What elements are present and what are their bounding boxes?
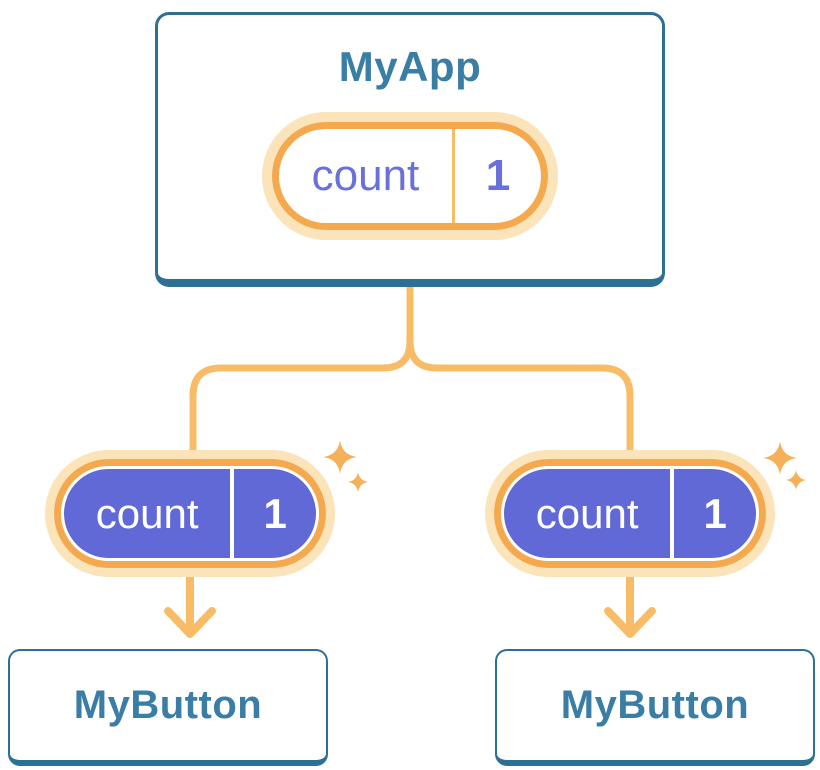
- prop-value-segment: 1: [674, 469, 756, 558]
- pill-ring: count 1: [54, 459, 326, 568]
- component-title: MyButton: [73, 683, 263, 727]
- state-pill: count 1: [262, 112, 558, 240]
- sparkle-icon: [323, 440, 368, 492]
- component-card-mybutton-right: MyButton: [495, 649, 815, 766]
- prop-value-segment: 1: [234, 469, 316, 558]
- arrow-down-icon: [604, 571, 656, 638]
- prop-name: count: [95, 489, 199, 537]
- pill-halo: count 1: [485, 450, 775, 577]
- arrow-down-icon: [164, 571, 216, 638]
- pill-body: count 1: [501, 466, 759, 561]
- state-value: 1: [485, 151, 511, 200]
- prop-name-segment: count: [64, 469, 230, 558]
- prop-pill-left: count 1: [45, 450, 335, 577]
- pill-halo: count 1: [45, 450, 335, 577]
- pill-halo: count 1: [262, 112, 558, 240]
- prop-name: count: [535, 489, 639, 537]
- pill-divider: [230, 469, 235, 558]
- prop-value: 1: [263, 489, 287, 537]
- component-card-mybutton-left: MyButton: [8, 649, 328, 766]
- prop-pill-right: count 1: [485, 450, 775, 577]
- pill-ring: count 1: [494, 459, 766, 568]
- branch-line-left: [189, 284, 414, 470]
- prop-value: 1: [703, 489, 727, 537]
- prop-name-segment: count: [504, 469, 670, 558]
- branch-line-right: [406, 284, 634, 470]
- sparkle-icon: [763, 441, 806, 490]
- pill-ring: count 1: [272, 122, 548, 230]
- state-name: count: [311, 151, 420, 200]
- state-name-segment: count: [279, 129, 452, 223]
- state-value-segment: 1: [455, 129, 541, 223]
- component-title: MyApp: [338, 43, 482, 90]
- component-title: MyButton: [560, 683, 750, 727]
- component-card-myapp: MyApp: [155, 12, 665, 287]
- pill-divider: [451, 129, 455, 223]
- pill-divider: [670, 469, 675, 558]
- pill-body: count 1: [61, 466, 319, 561]
